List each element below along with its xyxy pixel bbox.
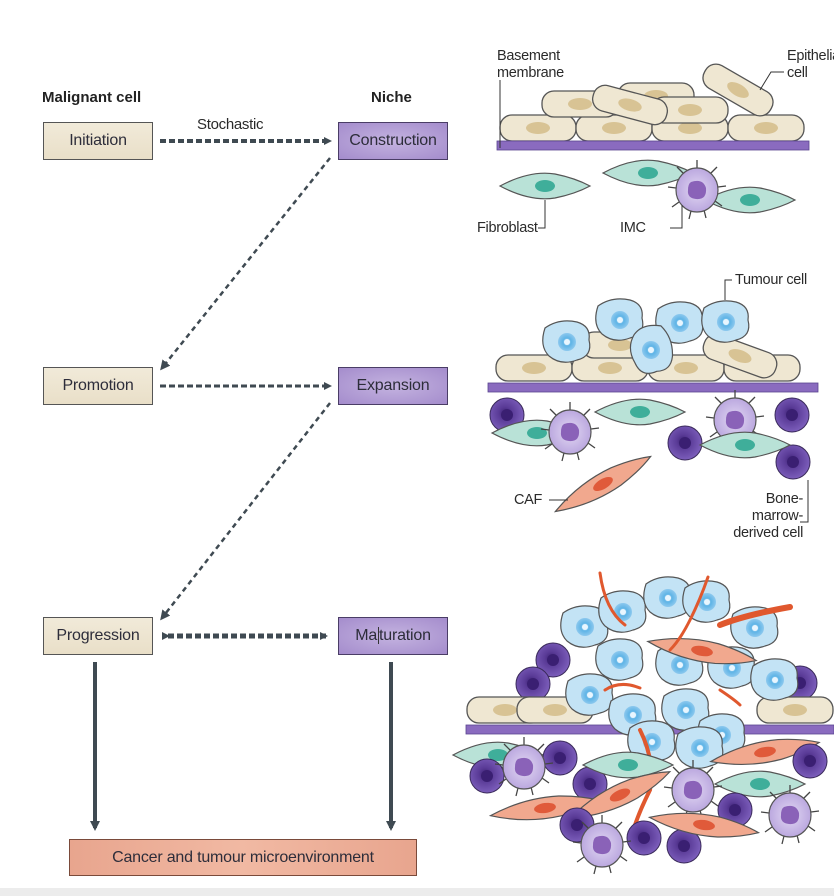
tumour-cell-label: Tumour cell <box>735 272 807 288</box>
bmdc-line1: Bone-marrow- <box>751 491 803 524</box>
niche-heading: Niche <box>371 89 412 106</box>
expansion-illustration <box>487 298 819 522</box>
maturation-label-start: Ma <box>355 627 378 644</box>
progression-box: Progression <box>43 617 153 655</box>
stochastic-label: Stochastic <box>197 116 264 133</box>
construction-illustration <box>496 59 810 220</box>
caf-label: CAF <box>514 492 543 508</box>
epithelial-line1: Epithelial <box>787 48 834 64</box>
imc-label: IMC <box>620 220 646 236</box>
basement-membrane <box>496 140 810 151</box>
expansion-to-progression-arrow <box>160 402 331 621</box>
initiation-box: Initiation <box>43 122 153 160</box>
basement-membrane-line1: Basement <box>497 48 560 64</box>
outcome-box: Cancer and tumour microenvironment <box>69 839 417 876</box>
bone-marrow-derived-cell-label: Bone-marrow- derived cell <box>715 491 803 542</box>
construction-label: Construction <box>349 132 437 149</box>
text-cursor <box>377 627 379 645</box>
initiation-label: Initiation <box>69 132 127 149</box>
fibroblast-label: Fibroblast <box>477 220 538 236</box>
progression-label: Progression <box>56 627 140 644</box>
promotion-label: Promotion <box>62 377 134 394</box>
basement-membrane-label: Basement membrane <box>497 48 564 82</box>
epithelial-cell-label: Epithelial cell <box>760 48 834 82</box>
bmdc-line2: derived cell <box>733 525 803 541</box>
construction-box: Construction <box>338 122 448 160</box>
maturation-illustration <box>452 571 834 875</box>
promotion-box: Promotion <box>43 367 153 405</box>
basement-membrane-line2: membrane <box>497 65 564 81</box>
epithelial-line2: cell <box>787 65 808 81</box>
malignant-cell-heading: Malignant cell <box>42 89 142 106</box>
expansion-label: Expansion <box>356 377 430 394</box>
expansion-box: Expansion <box>338 367 448 405</box>
maturation-label-end: turation <box>379 627 431 644</box>
bottom-band <box>0 888 834 896</box>
outcome-label: Cancer and tumour microenvironment <box>112 848 374 866</box>
